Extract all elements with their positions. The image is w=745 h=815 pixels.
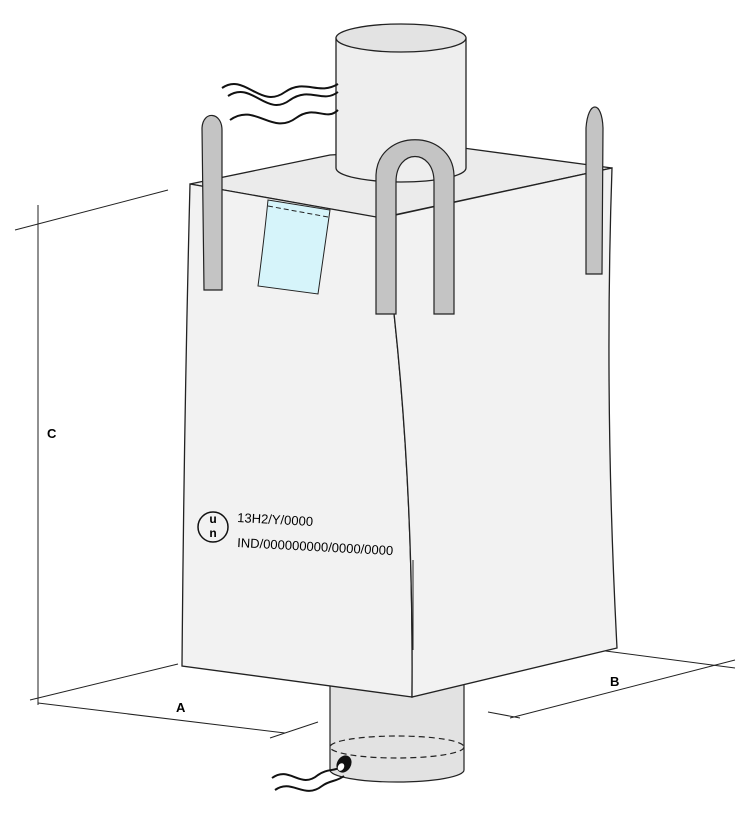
un-symbol-circle xyxy=(197,511,229,543)
lifting-strap-front xyxy=(375,139,455,315)
un-symbol-u: u xyxy=(209,512,216,526)
dimension-a-extension xyxy=(29,663,179,701)
dimension-b-top-extension xyxy=(597,649,736,669)
lifting-straps xyxy=(201,106,604,315)
dimension-a-right-extension xyxy=(269,721,319,739)
marking-line-1: 13H2/Y/0000 xyxy=(237,510,314,529)
dimension-c-top-extension xyxy=(14,189,169,231)
dimension-label-c: C xyxy=(47,426,57,441)
dimension-label-b: B xyxy=(610,674,619,689)
discharge-spout xyxy=(329,683,465,783)
top-tie-strings xyxy=(221,83,339,125)
bag-side-face xyxy=(381,167,618,698)
dimension-b-line xyxy=(509,659,736,719)
un-symbol-n: n xyxy=(209,526,216,540)
lifting-strap-right xyxy=(585,106,604,275)
document-pocket xyxy=(257,199,331,295)
dimension-a-line xyxy=(37,702,286,734)
dimension-label-a: A xyxy=(176,700,186,715)
bag-body xyxy=(181,147,618,698)
lifting-strap-left xyxy=(201,114,223,291)
bottom-tie-strings xyxy=(271,755,352,792)
dimension-lines xyxy=(14,189,736,739)
